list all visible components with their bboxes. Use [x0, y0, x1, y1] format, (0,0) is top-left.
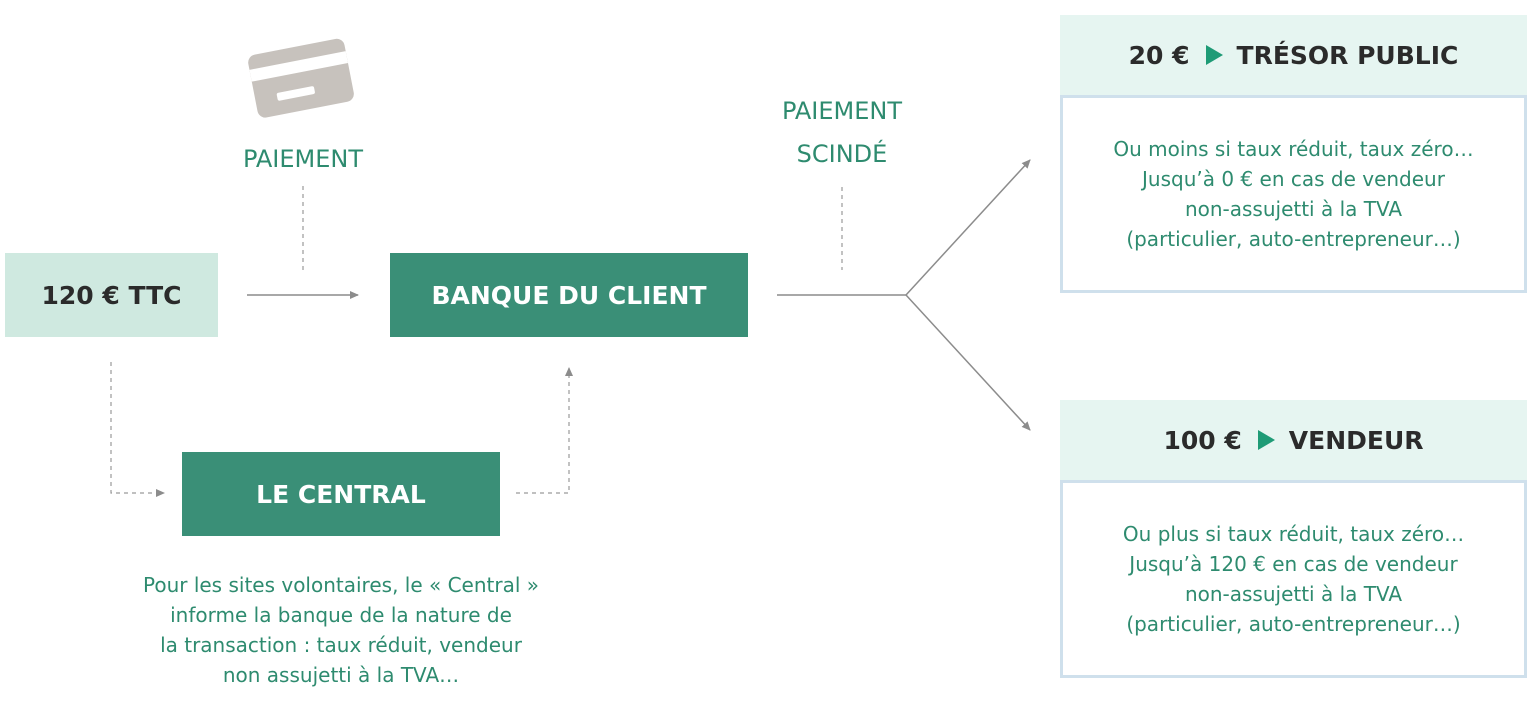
le-central-box: LE CENTRAL — [182, 452, 500, 536]
tresor-public-note-box: Ou moins si taux réduit, taux zéro… Jusq… — [1060, 95, 1527, 293]
vendeur-amount: 100 € — [1163, 425, 1242, 455]
play-triangle-icon — [1205, 45, 1223, 65]
vendeur-note-line: non-assujetti à la TVA — [1184, 582, 1403, 606]
vendeur-note-box: Ou plus si taux réduit, taux zéro… Jusqu… — [1060, 480, 1527, 678]
vendeur-note-line: (particulier, auto-entrepreneur…) — [1126, 612, 1461, 636]
paiement-scinde-label: PAIEMENT SCINDÉ — [742, 90, 942, 176]
paiement-label: PAIEMENT — [242, 145, 364, 173]
vendeur-header: 100 € VENDEUR — [1060, 400, 1527, 480]
amount-ttc-box: 120 € TTC — [5, 253, 218, 337]
tresor-note-line: non-assujetti à la TVA — [1184, 197, 1403, 221]
arrow-split-to-tresor — [905, 159, 1031, 296]
vendeur-recipient: VENDEUR — [1288, 425, 1424, 455]
banque-du-client-box: BANQUE DU CLIENT — [390, 253, 748, 337]
le-central-label: LE CENTRAL — [256, 479, 426, 509]
paiement-scinde-line: SCINDÉ — [796, 140, 888, 168]
amount-ttc-label: 120 € TTC — [41, 280, 182, 310]
central-note-line: informe la banque de la nature de — [170, 603, 512, 627]
dashed-ttc-to-central — [110, 362, 165, 497]
tresor-amount: 20 € — [1128, 40, 1190, 70]
credit-card-icon — [248, 38, 354, 118]
banque-du-client-label: BANQUE DU CLIENT — [431, 280, 707, 310]
vendeur-note-line: Ou plus si taux réduit, taux zéro… — [1122, 522, 1465, 546]
paiement-scinde-line: PAIEMENT — [781, 97, 903, 125]
central-note-line: Pour les sites volontaires, le « Central… — [142, 573, 540, 597]
arrow-split-to-vendeur — [905, 294, 1031, 431]
play-triangle-icon — [1257, 430, 1275, 450]
central-note: Pour les sites volontaires, le « Central… — [60, 570, 622, 690]
tresor-recipient: TRÉSOR PUBLIC — [1236, 40, 1459, 70]
tresor-note-line: Jusqu’à 0 € en cas de vendeur — [1142, 167, 1445, 191]
tresor-note-line: Ou moins si taux réduit, taux zéro… — [1113, 137, 1474, 161]
tresor-note-line: (particulier, auto-entrepreneur…) — [1126, 227, 1461, 251]
tresor-public-header: 20 € TRÉSOR PUBLIC — [1060, 15, 1527, 95]
central-note-line: la transaction : taux réduit, vendeur — [160, 633, 522, 657]
central-note-line: non assujetti à la TVA… — [222, 663, 460, 687]
dashed-central-to-banque — [516, 367, 573, 494]
vendeur-note-line: Jusqu’à 120 € en cas de vendeur — [1129, 552, 1458, 576]
